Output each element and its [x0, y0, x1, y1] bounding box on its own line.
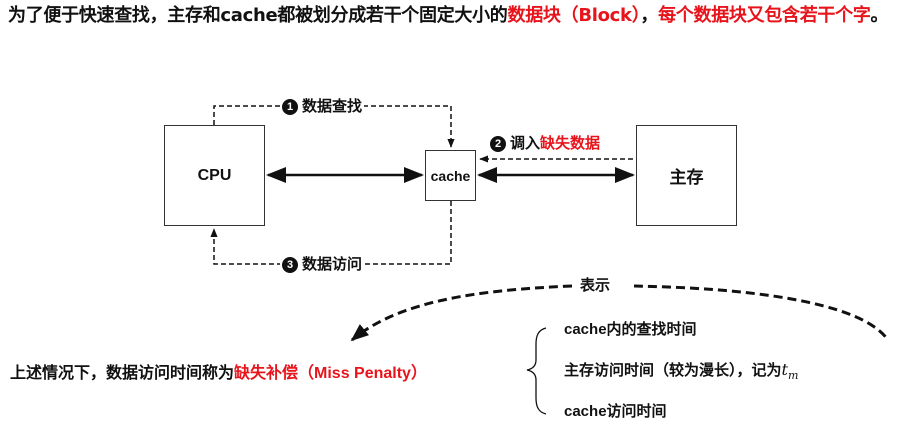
step3-text: 数据访问 [302, 255, 363, 273]
math-base: t [781, 360, 788, 379]
cpu-box: CPU [164, 125, 265, 226]
component-item: 主存访问时间（较为漫长），记为tm [564, 359, 798, 382]
memory-label: 主存 [669, 168, 704, 187]
step3-number-icon: 3 [282, 257, 298, 273]
cache-box: cache [425, 150, 476, 201]
cpu-label: CPU [197, 166, 232, 184]
represent-arc-left [350, 284, 573, 342]
step1-number-icon: 1 [282, 99, 298, 115]
curly-brace [526, 327, 547, 415]
intro-highlight-block: 数据块（Block） [507, 5, 641, 26]
step2-text: 调入 [510, 134, 541, 152]
intro-text-1: 为了便于快速查找，主存和cache都被划分成若干个固定大小的 [8, 5, 508, 26]
component-text: cache访问时间 [564, 403, 667, 420]
step1-text: 数据查找 [302, 97, 363, 115]
summary-term: 缺失补偿（Miss Penalty） [234, 365, 427, 382]
step2-number-icon: 2 [490, 136, 506, 152]
math-symbol: tm [781, 360, 799, 383]
represent-label: 表示 [578, 276, 613, 294]
intro-text-2: ， [640, 5, 659, 26]
component-item: cache访问时间 [564, 400, 667, 421]
intro-text-3: 。 [870, 5, 889, 26]
represent-arc-right [633, 284, 890, 341]
intro-highlight-words: 每个数据块又包含若干个字 [658, 5, 871, 26]
math-subscript: m [787, 369, 799, 383]
step2-highlight: 缺失数据 [540, 134, 601, 152]
component-text: 主存访问时间（较为漫长），记为 [564, 361, 782, 379]
memory-box: 主存 [636, 125, 737, 226]
component-item: cache内的查找时间 [564, 318, 697, 339]
summary-prefix: 上述情况下，数据访问时间称为 [10, 363, 235, 382]
summary-statement: 上述情况下，数据访问时间称为缺失补偿（Miss Penalty） [10, 359, 427, 383]
component-text: cache内的查找时间 [564, 321, 697, 338]
cache-label: cache [430, 167, 471, 184]
intro-paragraph: 为了便于快速查找，主存和cache都被划分成若干个固定大小的数据块（Block）… [8, 4, 918, 27]
